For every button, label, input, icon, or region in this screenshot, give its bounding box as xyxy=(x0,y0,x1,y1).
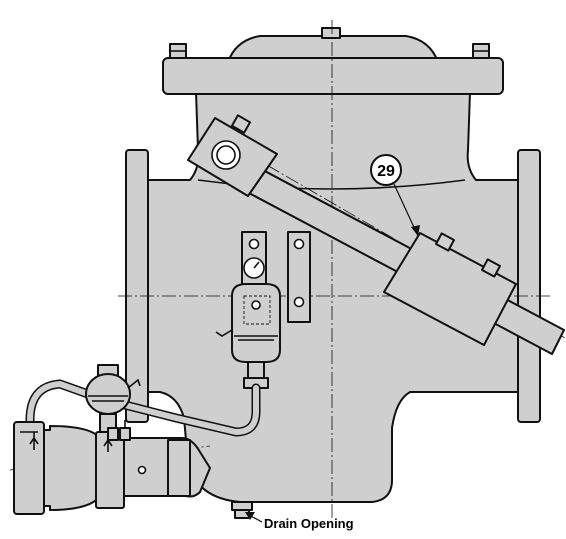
oil-tubing xyxy=(25,379,261,437)
right-flange xyxy=(517,149,541,423)
callout-number: 29 xyxy=(377,163,395,180)
callout-circle xyxy=(370,154,402,186)
callout-29: 29 xyxy=(370,154,420,237)
counterweight xyxy=(383,232,517,346)
level-bowl xyxy=(85,364,141,433)
oil-cylinder xyxy=(13,420,211,515)
callout-arrowhead xyxy=(411,225,420,236)
drain-arrowhead xyxy=(245,512,255,520)
top-cover xyxy=(162,27,504,95)
hinge-block xyxy=(187,114,278,197)
drain-opening-label: Drain Opening xyxy=(264,516,354,531)
pressure-gauge xyxy=(243,257,265,279)
drain-label: Drain Opening xyxy=(245,512,354,531)
